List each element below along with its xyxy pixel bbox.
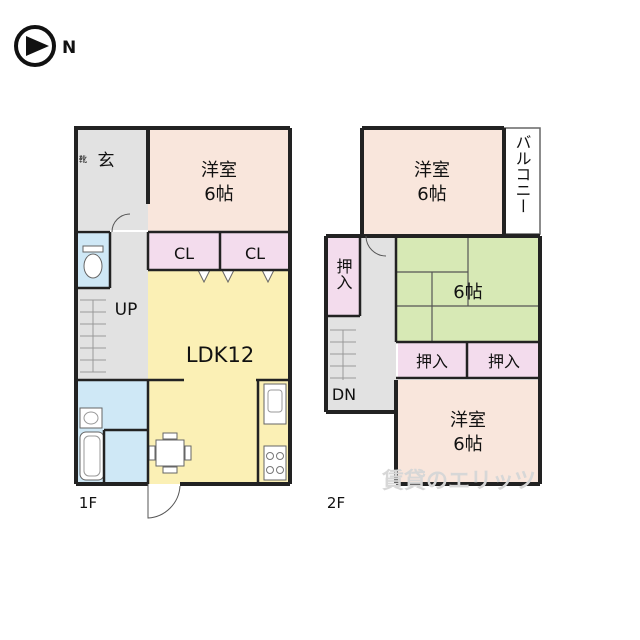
- stove-icon: [263, 445, 287, 481]
- storage-right-label: 押入: [488, 352, 520, 371]
- dining-table-icon: [148, 432, 192, 474]
- western-room-1f: [148, 128, 290, 232]
- western-room-1f-name: 洋室: [201, 160, 237, 181]
- stairs-area-2f: [326, 316, 396, 412]
- western-room-2f-top-name: 洋室: [414, 160, 450, 181]
- entrance-label: 玄: [98, 151, 115, 171]
- ldk-label: LDK12: [186, 343, 254, 367]
- bathtub-icon: [79, 431, 105, 481]
- balcony-label: バルコニー: [513, 134, 532, 214]
- shoe-box-label: 靴: [79, 154, 87, 164]
- walls-1f: [74, 126, 292, 486]
- floor-1-label: 1F: [79, 494, 97, 512]
- storage-left: [326, 236, 360, 316]
- closet-doors: [197, 269, 275, 284]
- stairs-up-label: UP: [115, 300, 138, 320]
- western-room-2f-bottom-size: 6帖: [453, 434, 482, 455]
- storage-right: [468, 342, 540, 378]
- stairs-1f: [80, 299, 106, 373]
- walls-2f: [324, 126, 542, 486]
- closet-right: [220, 232, 290, 270]
- closet-left: [148, 232, 220, 270]
- western-room-2f-bottom-name: 洋室: [450, 410, 486, 431]
- stairs-2f: [330, 329, 356, 380]
- western-room-1f-size: 6帖: [204, 184, 233, 205]
- north-label: N: [62, 38, 76, 58]
- western-room-2f-top-size: 6帖: [417, 184, 446, 205]
- japanese-room-label: 6帖: [453, 282, 482, 303]
- entrance-area: [76, 128, 148, 230]
- washbasin-icon: [79, 407, 103, 429]
- storage-mid: [398, 342, 466, 378]
- western-room-2f-top: [362, 128, 502, 234]
- closet-left-label: CL: [174, 244, 194, 263]
- western-room-2f-bottom: [396, 380, 540, 484]
- hallway-2f: [360, 236, 396, 316]
- sink-icon: [263, 383, 287, 425]
- watermark: 賃貸のエリッツ: [381, 468, 536, 494]
- north-arrow-icon: [14, 25, 56, 67]
- inner-walls-1f: [76, 230, 290, 484]
- toilet-icon: [82, 245, 104, 279]
- storage-left-label: 押入: [334, 258, 353, 290]
- floor-1: 玄 靴 洋室 6帖 CL CL UP LDK12 1F: [74, 126, 292, 519]
- floor-2-label: 2F: [327, 494, 345, 512]
- floor-2: 洋室 6帖 バルコニー 押入 6帖 押入 押入 DN 洋室 6帖 2F: [324, 126, 542, 512]
- storage-mid-label: 押入: [416, 352, 448, 371]
- inner-walls-2f: [326, 236, 540, 380]
- entrance-door: [111, 213, 181, 519]
- door-2f: [365, 235, 387, 257]
- closet-right-label: CL: [245, 244, 265, 263]
- hallway-1f: [110, 232, 148, 382]
- stairs-down-label: DN: [332, 385, 356, 404]
- tatami-lines: [396, 236, 540, 342]
